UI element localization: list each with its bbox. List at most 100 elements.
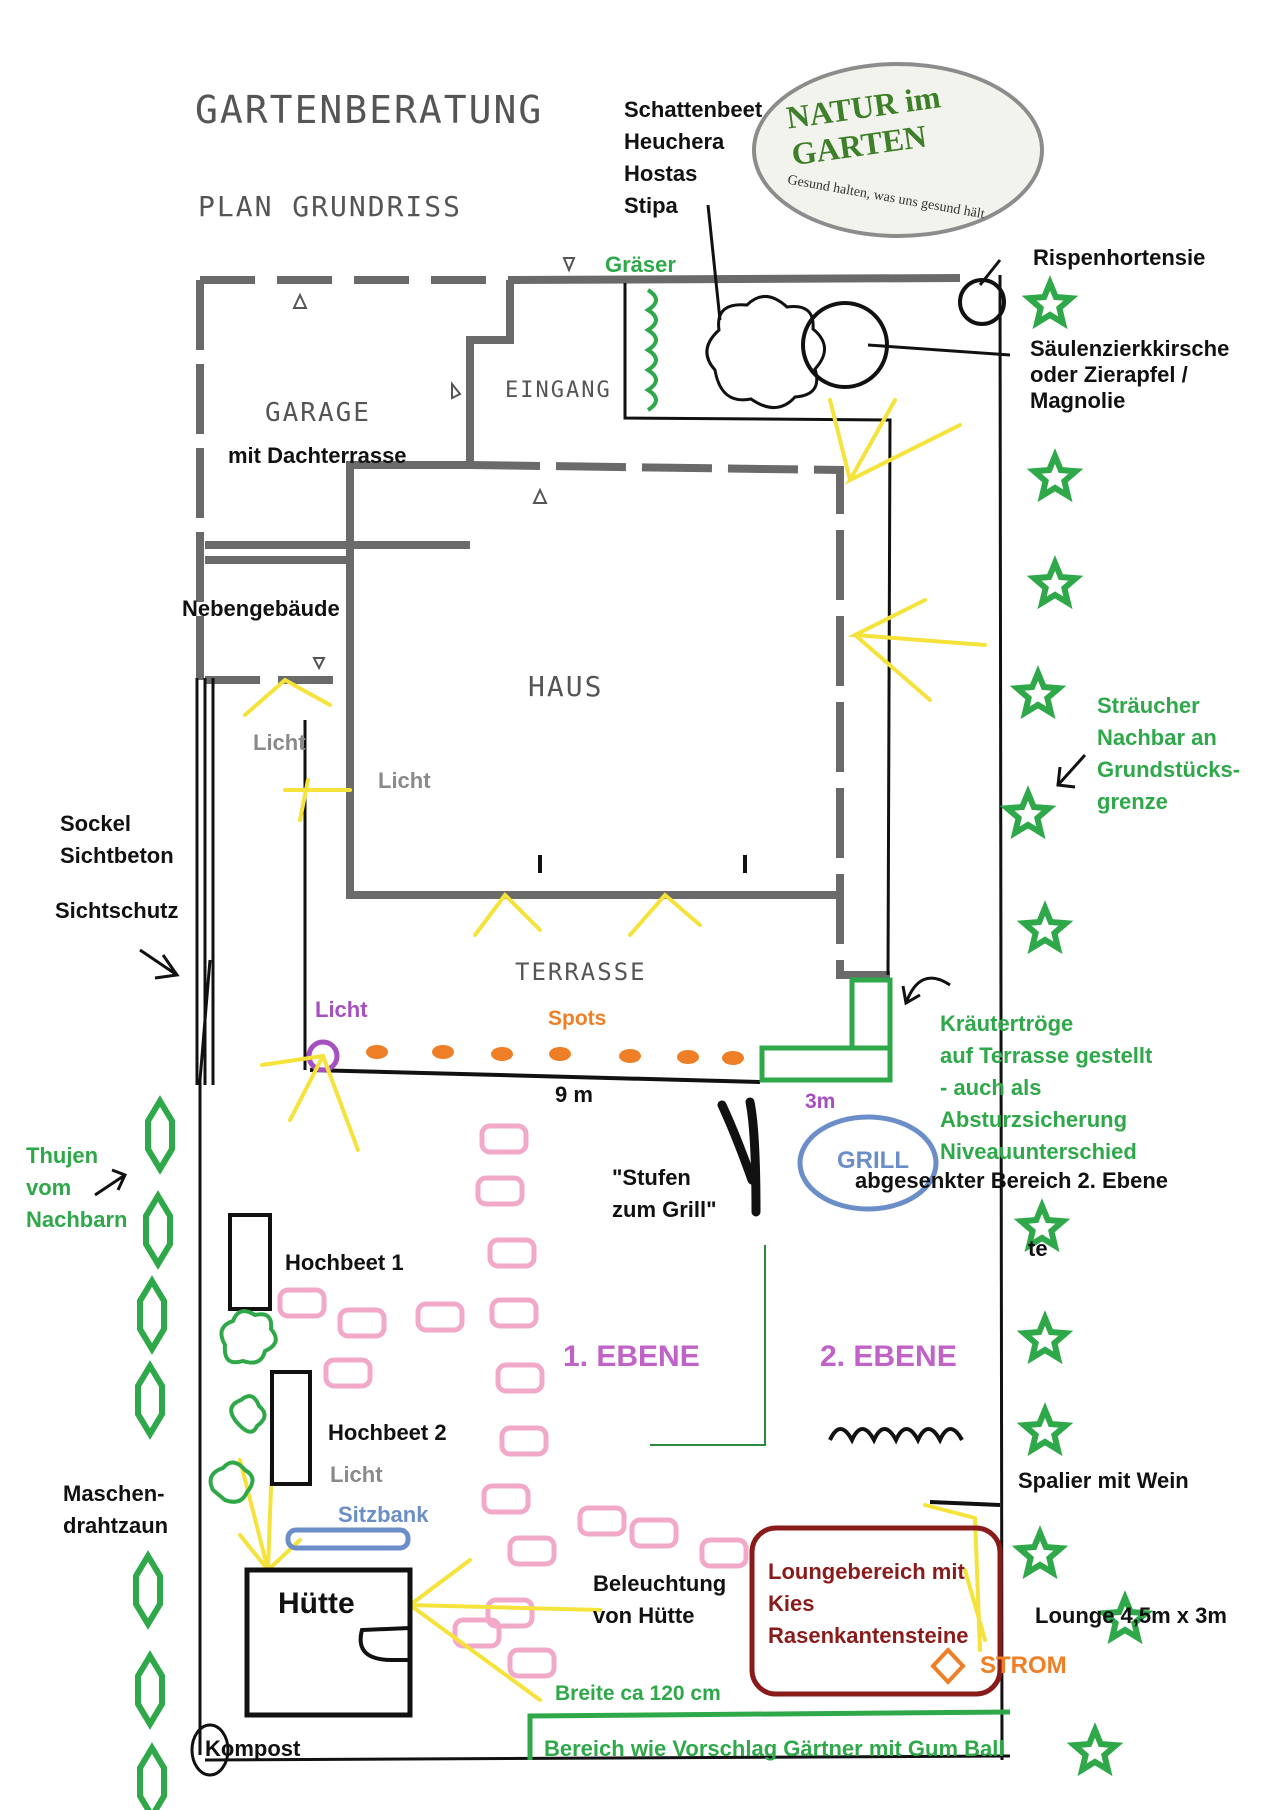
thuja-icon — [137, 1742, 167, 1810]
grasses — [644, 288, 658, 412]
logo-slogan: Gesund halten, was uns gesund hält — [786, 172, 986, 223]
stepping-stone — [323, 1357, 373, 1389]
stepping-stone — [452, 1617, 502, 1649]
terrace-edge — [309, 1068, 761, 1084]
privacy-screen — [195, 678, 215, 1085]
raised-bed-2-label: Hochbeet 2 — [328, 1420, 447, 1445]
spot-icon — [549, 1047, 571, 1061]
stepping-stones — [277, 1123, 749, 1679]
light-label-hut: Licht — [330, 1462, 383, 1487]
light-rays — [238, 398, 987, 1702]
herb-width-label: 3m — [805, 1090, 836, 1113]
hydrangea-label: Rispenhortensie — [1033, 245, 1206, 270]
stepping-stone — [479, 1123, 529, 1155]
light-ray — [847, 598, 987, 702]
raised-bed-1-label: Hochbeet 1 — [285, 1250, 404, 1275]
steps-label: "Stufen zum Grill" — [612, 1165, 717, 1222]
logo-name: NATUR im GARTEN — [784, 78, 943, 173]
thuja-icon — [133, 1550, 163, 1630]
property-boundary — [198, 274, 1011, 1762]
spot-icon — [619, 1049, 641, 1063]
shrub-star-icon — [1009, 665, 1067, 720]
herb-troughs-label: Kräutertröge auf Terrasse gestellt - auc… — [940, 1011, 1153, 1164]
spot-icon — [491, 1047, 513, 1061]
shrub-star-icon — [1096, 1590, 1154, 1645]
spot-icon — [366, 1045, 388, 1059]
power-outlet — [930, 1647, 966, 1685]
bench-shape — [285, 1527, 411, 1551]
lounge-area — [749, 1525, 1003, 1697]
thuja-icon — [145, 1095, 175, 1175]
light-ring — [306, 1039, 340, 1073]
plinth-label: Sockel Sichtbeton — [60, 811, 174, 868]
hut-light-label: Beleuchtung von Hütte — [593, 1571, 727, 1628]
light-ray — [923, 1503, 987, 1652]
hut-label: Hütte — [278, 1587, 355, 1620]
annex-label: Nebengebäude — [182, 596, 340, 621]
spots-label: Spots — [548, 1007, 607, 1030]
natur-im-garten-logo: NATUR im GARTEN Gesund halten, was uns g… — [752, 62, 1044, 238]
stepping-stone — [337, 1307, 387, 1339]
stepping-stone — [489, 1297, 539, 1329]
light-label-annex: Licht — [253, 730, 306, 755]
plan-subtitle: PLAN GRUNDRISS — [198, 190, 463, 223]
stepping-stone — [415, 1301, 465, 1333]
shrub-stars — [999, 275, 1154, 1777]
garage-label: GARAGE — [265, 398, 371, 428]
garage-note: mit Dachterrasse — [228, 443, 407, 468]
compost-ring — [190, 1723, 230, 1777]
light-ray — [473, 891, 542, 937]
hydrangea-plant — [958, 278, 1006, 326]
lowered-area-label: abgesenkter Bereich 2. Ebene — [855, 1168, 1169, 1193]
stepping-stone — [277, 1287, 327, 1319]
lounge-size-label: Lounge 4,5m x 3m — [1035, 1603, 1227, 1628]
light-ray — [260, 1053, 360, 1152]
te-label: te — [1028, 1236, 1048, 1261]
pointer-arrows — [94, 204, 1087, 1197]
thuja-icon — [137, 1275, 167, 1355]
light-ray — [408, 1558, 602, 1702]
light-ray — [628, 892, 702, 937]
stepping-stone — [507, 1535, 557, 1567]
stepping-stone — [487, 1237, 537, 1269]
herb-troughs — [759, 977, 893, 1083]
stepping-stone — [499, 1425, 549, 1457]
raised-bed-1-box — [228, 1213, 272, 1311]
thuja-icon — [135, 1650, 165, 1730]
thuja-icon — [135, 1360, 165, 1440]
gardener-area-label: Bereich wie Vorschlag Gärtner mit Gum Ba… — [544, 1736, 1005, 1761]
house-window-marks — [538, 855, 747, 873]
spot-lights — [366, 1045, 744, 1065]
terrace-label: TERRASSE — [515, 958, 647, 986]
door-marks — [292, 257, 576, 671]
tree-label: Säulenzierkkirsche oder Zierapfel / Magn… — [1030, 336, 1230, 413]
grill-steps — [717, 1097, 761, 1217]
building-walls — [196, 274, 961, 979]
shrub-star-icon — [1021, 275, 1079, 330]
stepping-stone — [699, 1537, 749, 1569]
level-divider — [650, 1245, 766, 1446]
entrance-bed-border — [623, 283, 892, 976]
raised-bed-bushes — [208, 1309, 278, 1504]
trellis-vine — [828, 1427, 1001, 1507]
trellis-label: Spalier mit Wein — [1018, 1468, 1189, 1493]
hut-shape — [244, 1567, 413, 1718]
terrace-width-label: 9 m — [555, 1082, 593, 1107]
stepping-stone — [485, 1597, 535, 1629]
fence-label: Maschen- drahtzaun — [63, 1481, 169, 1538]
shade-bed-label: Schattenbeet Heuchera Hostas Stipa — [624, 97, 763, 218]
stepping-stone — [495, 1362, 545, 1394]
plan-title: GARTENBERATUNG — [195, 88, 544, 132]
bench-label: Sitzbank — [338, 1502, 429, 1527]
border-width-label: Breite ca 120 cm — [555, 1682, 721, 1705]
stepping-stone — [481, 1483, 531, 1515]
shrubs-label: Sträucher Nachbar an Grundstücks- grenze — [1097, 693, 1241, 814]
stepping-stone — [475, 1175, 525, 1207]
light-ray — [828, 398, 962, 485]
raised-bed-2-box — [270, 1370, 312, 1486]
light-ray — [283, 778, 352, 822]
hut-door — [358, 1626, 411, 1662]
light-label-house: Licht — [378, 768, 431, 793]
thujas-label: Thujen vom Nachbarn — [26, 1143, 128, 1232]
stepping-stone — [507, 1647, 557, 1679]
